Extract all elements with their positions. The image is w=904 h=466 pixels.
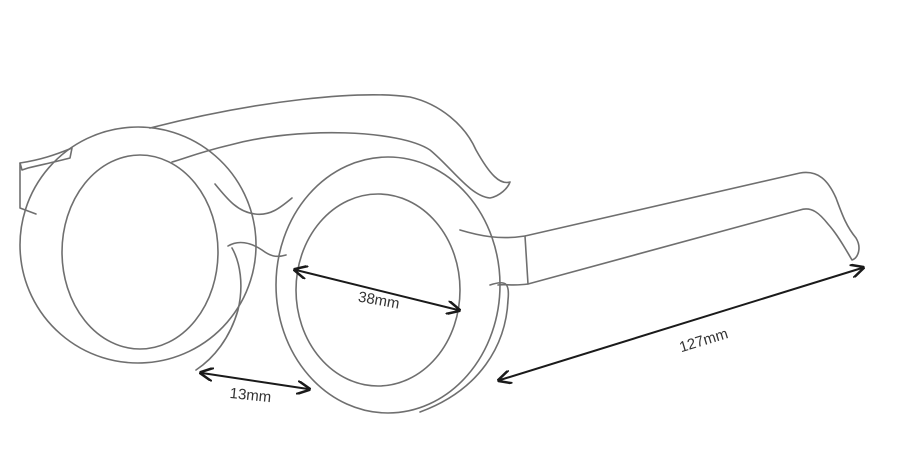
lens-width-label: 38mm [357,289,401,313]
near-temple [459,171,860,286]
bridge-top [214,183,293,216]
left-lens [61,154,219,350]
temple-hinge-line [524,235,529,285]
bridge-width-dimension [202,373,308,389]
lens-width-dimension [296,270,458,310]
nose-pad [195,247,242,371]
temple-length-label: 127mm [677,325,730,356]
left-hinge [19,147,73,171]
bridge-width-label: 13mm [229,385,272,406]
temple-length-dimension [500,268,862,380]
right-rim-edge [419,281,510,413]
left-hinge-edge [19,162,37,215]
left-rim-outer [19,126,257,364]
bridge-bottom [227,241,287,258]
far-temple [149,94,511,199]
